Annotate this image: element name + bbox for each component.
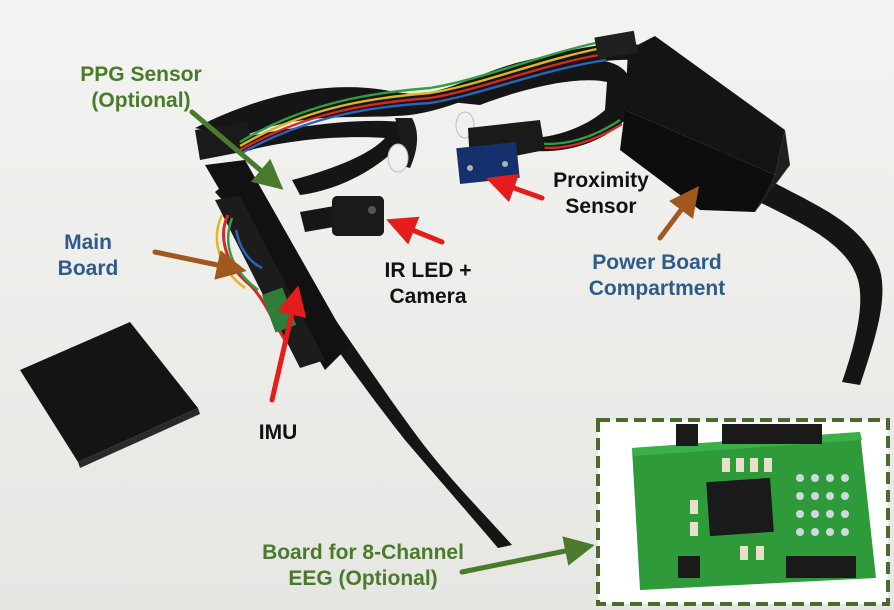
arrow-proximity-sensor	[485, 173, 545, 203]
annotation-arrows	[152, 109, 699, 575]
label-eeg-board: Board for 8-Channel EEG (Optional)	[254, 540, 472, 592]
label-power-board: Power Board Compartment	[580, 250, 734, 302]
label-proximity-sensor-line1: Proximity	[553, 169, 649, 192]
label-proximity-sensor: Proximity Sensor	[546, 168, 656, 220]
label-ppg-sensor-line2: (Optional)	[91, 89, 191, 112]
power-board-compartment	[594, 30, 790, 212]
label-ppg-sensor: PPG Sensor (Optional)	[78, 62, 204, 114]
eeg-pcb	[632, 424, 876, 590]
arrow-imu	[269, 285, 307, 403]
eeg-board-inset	[596, 418, 890, 606]
label-proximity-sensor-line2: Sensor	[565, 195, 637, 218]
arrow-power-board	[657, 186, 699, 241]
electrode-pad	[20, 322, 200, 468]
arrow-main-board	[152, 249, 247, 280]
label-imu: IMU	[248, 420, 308, 446]
label-eeg-board-line1: Board for 8-Channel	[262, 541, 464, 564]
label-ir-led-camera-line2: Camera	[389, 285, 467, 308]
ir-camera-module	[300, 196, 384, 236]
label-imu-line1: IMU	[258, 421, 298, 444]
label-main-board: Main Board	[52, 230, 124, 282]
label-ir-led-camera-line1: IR LED +	[384, 259, 472, 282]
label-eeg-board-line2: EEG (Optional)	[288, 567, 438, 590]
proximity-sensor-board	[456, 120, 545, 185]
label-ir-led-camera: IR LED + Camera	[378, 258, 478, 310]
label-power-board-line1: Power Board	[592, 251, 722, 274]
label-main-board-line2: Board	[57, 257, 119, 280]
label-main-board-line1: Main	[64, 231, 112, 254]
label-ppg-sensor-line1: PPG Sensor	[80, 63, 202, 86]
label-power-board-line2: Compartment	[588, 277, 726, 300]
arrow-ppg-sensor	[189, 109, 284, 190]
arrow-ir-led-camera	[386, 216, 445, 245]
arrow-eeg-board	[459, 536, 595, 575]
